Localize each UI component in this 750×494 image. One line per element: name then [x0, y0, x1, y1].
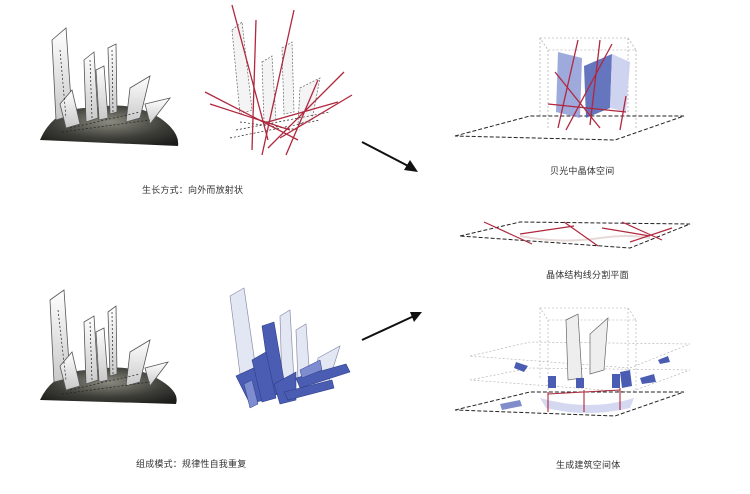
cut-plane	[459, 221, 691, 249]
crystal-repetition-blue	[229, 287, 351, 409]
caption-generated-volume: 生成建筑空间体	[556, 461, 621, 471]
crystal-structure-lines-top	[204, 4, 353, 156]
caption-composition-mode: 组成模式：规律性自我重复	[136, 460, 247, 470]
crystal-photo-top	[40, 27, 179, 146]
arrow-top	[361, 141, 418, 172]
generated-volume	[454, 307, 691, 417]
crystal-photo-bottom	[40, 289, 177, 404]
caption-cut-plane: 晶体结构线分割平面	[546, 271, 629, 281]
arrow-bottom	[361, 312, 422, 341]
crystal-space-box	[454, 37, 685, 141]
caption-growth-mode: 生长方式：向外而放射状	[142, 186, 244, 196]
caption-crystal-space: 贝光中晶体空间	[550, 167, 615, 177]
